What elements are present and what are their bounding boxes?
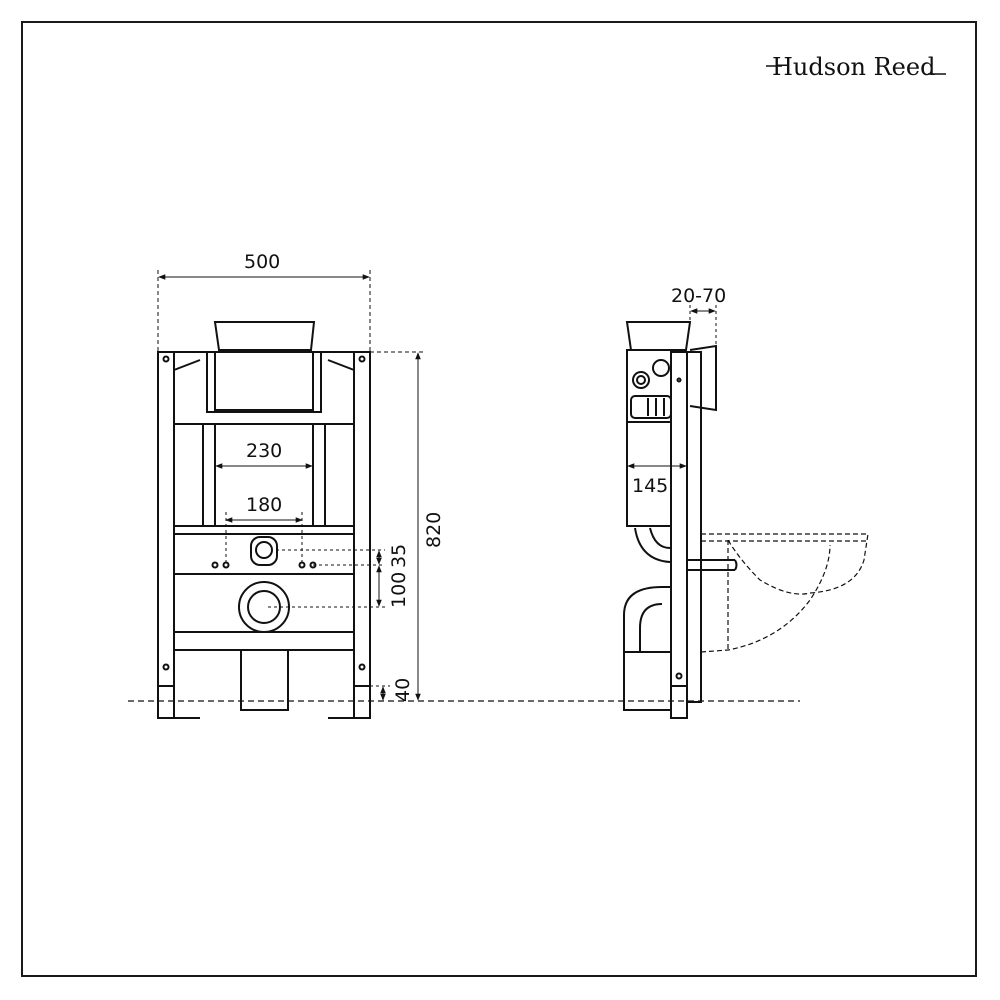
- flush-plate: [213, 321, 316, 351]
- water-inlet: [250, 536, 278, 566]
- label-bolt-spacing: 180: [246, 494, 282, 516]
- waste-bend: [623, 586, 670, 652]
- side-flush-plate: [625, 321, 692, 351]
- left-leg: [157, 351, 175, 719]
- label-offset-35: 35: [388, 544, 410, 568]
- front-dimensions: [157, 270, 425, 701]
- wall-finish: [689, 344, 717, 412]
- side-view: [623, 321, 738, 719]
- side-dimensions: [627, 305, 717, 469]
- label-foot-height: 40: [392, 678, 414, 702]
- drawing-border: [21, 21, 977, 977]
- toilet-pan-outline: [700, 533, 869, 653]
- label-frame-width: 500: [244, 251, 280, 273]
- label-offset-100: 100: [388, 572, 410, 608]
- label-total-height: 820: [423, 512, 445, 548]
- bolt-hole: [358, 355, 366, 363]
- brand-logo: Hudson Reed: [766, 53, 946, 81]
- bolt-hole: [162, 355, 170, 363]
- drain-pipe: [240, 649, 289, 711]
- label-inner-width: 230: [246, 440, 282, 462]
- right-leg: [353, 351, 371, 719]
- label-wall-depth: 20-70: [671, 285, 726, 307]
- brand-name: Hudson Reed: [772, 53, 935, 81]
- side-frame-upright: [670, 351, 688, 719]
- cistern: [206, 351, 322, 413]
- front-view: [157, 321, 371, 719]
- label-frame-depth: 145: [632, 475, 668, 497]
